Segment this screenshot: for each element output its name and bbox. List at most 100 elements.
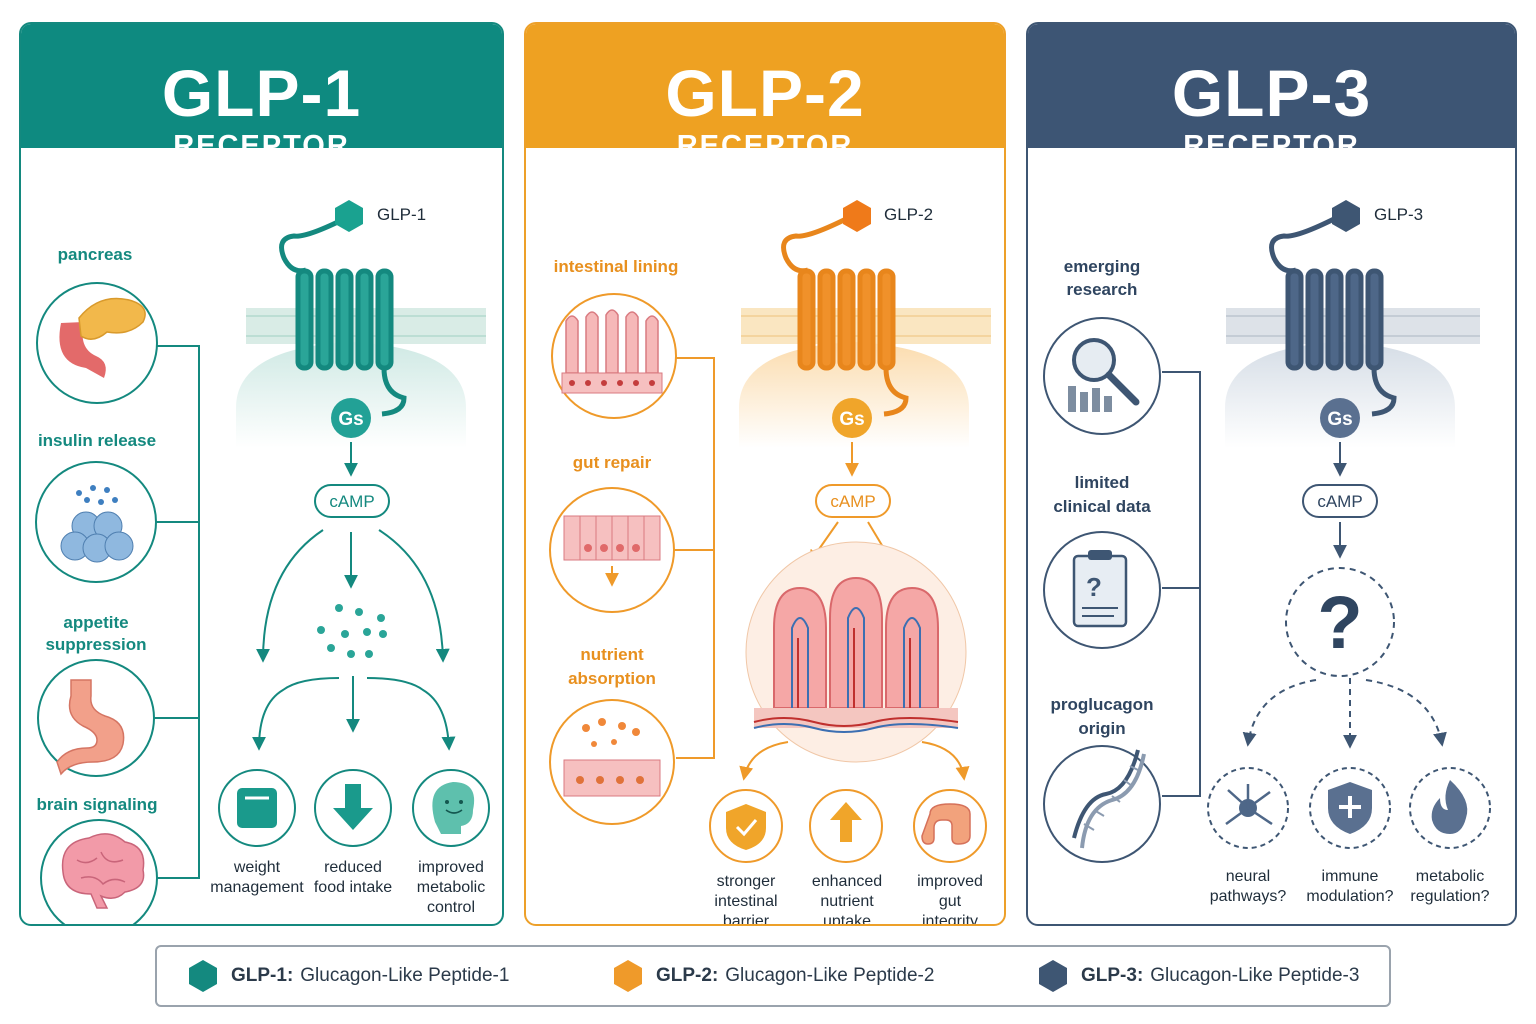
outcome-enhanced-nutrient-uptake-1: enhanced [812,873,882,890]
glp1-subtitle: RECEPTOR [173,130,350,162]
glp2-ligand-label: GLP-2 [884,205,933,224]
glp3-branch-arrows [1242,678,1447,749]
glp1-ligand-label: GLP-1 [377,205,426,224]
label-pancreas: pancreas [58,245,133,264]
glp2-gs-circle [832,398,872,438]
outcome-metabolic-regulation-1: metabolic [1416,868,1484,885]
label-brain-signaling: brain signaling [37,795,158,814]
label-appetite-suppression-2: suppression [45,635,146,654]
legend-name-glp1: Glucagon-Like Peptide-1 [300,965,510,986]
outcome-stronger-intestinal-barrier-2: intestinal [714,893,777,910]
glp1-receptor-icon [279,215,407,417]
label-nutrient-absorption-1: nutrient [580,645,644,664]
glp2-header: GLP-2 RECEPTOR [526,24,1004,162]
glp3-question-circle [1285,567,1395,677]
outcome-stronger-intestinal-barrier-3: barrier [723,913,770,926]
glp2-gs-label: Gs [839,409,864,430]
glp3-subtitle: RECEPTOR [1183,130,1360,162]
glp1-title: GLP-1 [161,56,362,130]
outcome-reduced-food-intake-1: reduced [324,859,382,876]
glp2-diagram: intestinal lining gut repair nutrient ab… [549,200,991,926]
legend-item-glp3: GLP-3: Glucagon-Like Peptide-3 [1037,947,1359,1005]
outcome-neural-pathways-2: pathways? [1210,888,1287,905]
islet-cells-icon [35,461,157,583]
intestine-icon [913,789,987,863]
glp1-molecule-dots [317,604,387,658]
label-intestinal-lining: intestinal lining [554,257,679,276]
clipboard-question-icon: ? [1043,531,1161,649]
outcome-improved-metabolic-control-1: improved [418,859,484,876]
outcome-enhanced-nutrient-uptake-3: uptake [823,913,871,926]
glp3-receptor-icon [1269,215,1397,417]
glp1-cytoplasm [236,342,466,448]
glp1-ligand-hexagon-icon [335,200,363,232]
outcome-improved-metabolic-control-3: control [427,899,475,916]
legend-name-glp3: Glucagon-Like Peptide-3 [1150,965,1360,986]
glp3-camp-pill [1302,484,1378,518]
glp2-subtitle: RECEPTOR [676,130,854,162]
glp1-gs-circle [331,398,371,438]
glp1-camp-label: cAMP [329,492,374,511]
glp2-camp-pill [815,484,891,518]
glp3-panel: GLP-3 RECEPTOR emerging research limited… [1026,22,1517,926]
legend-hexagon-glp1-icon [189,960,217,992]
glp1-camp-pill [314,484,390,518]
glp2-panel: GLP-2 RECEPTOR intestinal lining gut rep… [524,22,1006,926]
outcome-immune-modulation-1: immune [1322,868,1379,885]
stomach-icon [37,659,155,777]
glp2-ligand-hexagon-icon [843,200,871,232]
smiling-head-icon [412,769,490,847]
glp3-gs-label: Gs [1327,409,1352,430]
glp3-bracket [1162,371,1201,797]
legend-item-glp1: GLP-1: Glucagon-Like Peptide-1 [187,947,509,1005]
intestinal-villi-illustration-icon [745,541,967,763]
glp2-title: GLP-2 [665,56,865,130]
label-proglucagon-origin-2: origin [1078,719,1125,738]
glp3-ligand-label: GLP-3 [1374,205,1423,224]
pancreas-icon [36,282,158,404]
glp3-question-mark: ? [1317,581,1362,664]
outcome-metabolic-regulation-2: regulation? [1410,888,1489,905]
label-emerging-research-1: emerging [1064,257,1141,276]
outcome-improved-metabolic-control-2: metabolic [417,879,485,896]
svg-text:?: ? [1086,572,1102,602]
glp3-header: GLP-3 RECEPTOR [1028,24,1515,162]
glp1-diagram: pancreas insulin release appetite suppre… [35,200,490,924]
legend-abbr-glp1: GLP-1: [231,965,294,986]
magnifier-chart-icon [1043,317,1161,435]
glp3-ligand-hexagon-icon [1332,200,1360,232]
dna-icon [1043,745,1161,863]
legend-abbr-glp3: GLP-3: [1081,965,1144,986]
glp3-title: GLP-3 [1171,56,1372,130]
glp1-panel: GLP-1 RECEPTOR pancreas insulin release [19,22,504,926]
epithelium-repair-icon [549,487,675,613]
legend-item-glp2: GLP-2: Glucagon-Like Peptide-2 [612,947,934,1005]
scale-icon [218,769,296,847]
outcome-enhanced-nutrient-uptake-2: nutrient [820,893,874,910]
label-proglucagon-origin-1: proglucagon [1051,695,1154,714]
outcome-immune-modulation-2: modulation? [1306,888,1393,905]
label-limited-clinical-data-2: clinical data [1053,497,1151,516]
nutrient-uptake-icon [549,699,675,825]
glp3-diagram: emerging research limited clinical data … [1043,200,1491,905]
label-insulin-release: insulin release [38,431,156,450]
glp2-cytoplasm [739,342,969,448]
legend-hexagon-glp3-icon [1039,960,1067,992]
legend-hexagon-glp2-icon [614,960,642,992]
glp2-receptor-icon [781,215,909,417]
glp1-bracket [154,345,200,879]
glp2-bracket [674,357,715,759]
outcome-neural-pathways-1: neural [1226,868,1270,885]
brain-icon [40,819,158,924]
glp1-branch-arrows [252,529,456,751]
glp1-header: GLP-1 RECEPTOR [21,24,502,162]
neuron-icon [1207,767,1289,849]
label-limited-clinical-data-1: limited [1075,473,1130,492]
glp2-camp-label: cAMP [830,492,875,511]
outcome-stronger-intestinal-barrier-1: stronger [717,873,776,890]
label-nutrient-absorption-2: absorption [568,669,656,688]
flame-icon [1409,767,1491,849]
outcome-improved-gut-integrity-2: gut [939,893,962,910]
glp1-gs-label: Gs [338,409,363,430]
outcome-weight-management-1: weight [233,859,281,876]
